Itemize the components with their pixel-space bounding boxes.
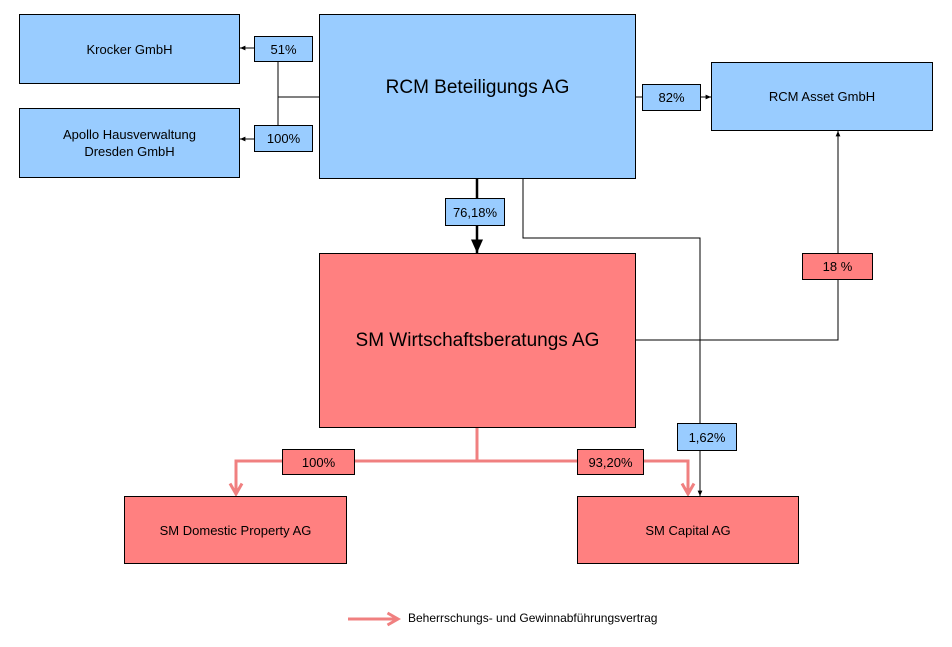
entity-krocker: Krocker GmbH <box>19 14 240 84</box>
share-label-sm-domestic: 100% <box>282 449 355 475</box>
legend-label: Beherrschungs- und Gewinnabführungsvertr… <box>408 611 658 625</box>
entity-sm-capital-label: SM Capital AG <box>645 522 731 538</box>
share-label-rcm-asset-from-sm: 18 % <box>802 253 873 280</box>
entity-apollo-label-line2: Dresden GmbH <box>84 144 175 159</box>
entity-rcm-asset: RCM Asset GmbH <box>711 62 933 131</box>
share-label-rcm-asset: 82% <box>642 84 701 111</box>
entity-sm-capital: SM Capital AG <box>577 496 799 564</box>
share-label-apollo: 100% <box>254 125 313 152</box>
arrow-rcm-to-sm-capital <box>522 178 703 496</box>
entity-apollo-label-line1: Apollo Hausverwaltung <box>63 127 196 142</box>
share-label-sm-capital: 93,20% <box>577 449 644 475</box>
share-label-sm-wirtschaft: 76,18% <box>445 198 505 226</box>
entity-sm-domestic-property: SM Domestic Property AG <box>124 496 347 564</box>
entity-rcm-beteiligungs-label: RCM Beteiligungs AG <box>385 77 570 98</box>
entity-krocker-label: Krocker GmbH <box>86 41 173 57</box>
entity-sm-wirtschaftsberatungs-label: SM Wirtschaftsberatungs AG <box>355 329 600 351</box>
share-label-krocker: 51% <box>254 36 313 62</box>
share-label-sm-capital-from-rcm: 1,62% <box>677 423 737 451</box>
entity-rcm-beteiligungs: RCM Beteiligungs AG <box>319 14 636 179</box>
contract-arrow-to-sm-capital <box>477 459 696 498</box>
contract-arrow-to-sm-domestic <box>228 459 477 498</box>
entity-rcm-asset-label: RCM Asset GmbH <box>768 89 876 104</box>
entity-sm-domestic-property-label: SM Domestic Property AG <box>159 522 312 538</box>
entity-apollo: Apollo Hausverwaltung Dresden GmbH <box>19 108 240 178</box>
entity-sm-wirtschaftsberatungs: SM Wirtschaftsberatungs AG <box>319 253 636 428</box>
arrow-sm-to-rcm-asset <box>635 131 841 341</box>
